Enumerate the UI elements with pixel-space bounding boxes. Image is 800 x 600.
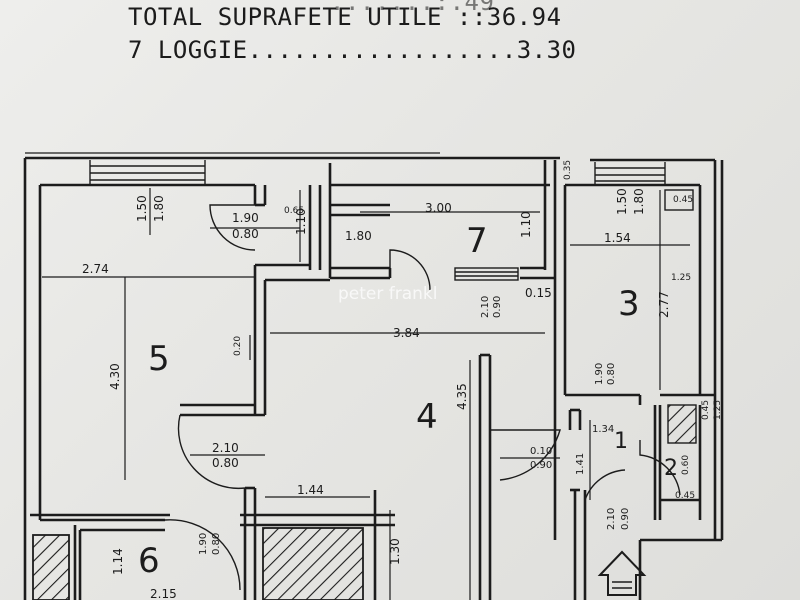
outer-walls <box>23 152 724 600</box>
dim-label: 0.80 <box>211 533 222 555</box>
dim-label: 2.10 <box>606 508 617 530</box>
dim-label: 1.30 <box>388 538 402 565</box>
dim-label: 0.60 <box>681 455 691 475</box>
header-loggia-line: 7 LOGGIE..................3.30 <box>128 36 576 64</box>
room-numbers: 5 4 7 3 6 2 1 <box>138 221 678 581</box>
dim-label: 0.90 <box>492 296 503 318</box>
dim-label: 2.74 <box>82 262 109 276</box>
dim-label: 1.80 <box>345 229 372 243</box>
dim-label: 1.50 <box>615 188 629 215</box>
dim-label: 1.90 <box>594 363 605 385</box>
window-room3 <box>594 162 666 185</box>
room-4-number: 4 <box>416 397 438 437</box>
dim-label: 2.10 <box>212 441 239 455</box>
dimension-lines <box>42 188 690 600</box>
dim-label: 1.90 <box>198 533 209 555</box>
room-6-number: 6 <box>138 541 160 581</box>
dim-label: 0.35 <box>563 160 573 180</box>
dim-label: 4.30 <box>108 363 122 390</box>
dim-label: 1.14 <box>111 548 125 575</box>
dim-label: 1.90 <box>232 211 259 225</box>
dim-label: 1.25 <box>671 273 691 283</box>
dim-label: 1.41 <box>575 453 586 475</box>
room-5-number: 5 <box>148 339 170 379</box>
dim-label: 0.15 <box>525 286 552 300</box>
dim-label: 3.00 <box>425 201 452 215</box>
dim-label: 0.90 <box>530 460 552 471</box>
header-partial-line: .......:.49 <box>330 0 495 16</box>
dim-label: 1.54 <box>604 231 631 245</box>
stair-and-ducts <box>32 189 697 600</box>
dim-label: 2.10 <box>480 296 491 318</box>
dim-label: 0.80 <box>232 227 259 241</box>
dim-label: 0.80 <box>212 456 239 470</box>
hatch-pattern-icon <box>262 527 364 600</box>
dim-label: 1.80 <box>632 188 646 215</box>
dim-label: 0.20 <box>233 336 243 356</box>
total-label: TOTAL SUPRAFETE UTILE :: <box>128 3 487 31</box>
dim-label: 1.80 <box>152 195 166 222</box>
dim-label: 2.77 <box>657 291 671 318</box>
dim-label: 0.45 <box>673 195 693 205</box>
dim-label: 3.84 <box>393 326 420 340</box>
loggia-value: 3.30 <box>516 36 577 64</box>
dim-label: 4.35 <box>455 383 469 410</box>
header-total-line: TOTAL SUPRAFETE UTILE ::36.94 <box>128 3 562 31</box>
room-7-number: 7 <box>466 221 488 261</box>
total-value: 36.94 <box>486 3 562 31</box>
dim-label: 0.80 <box>606 363 617 385</box>
dim-label: 2.15 <box>150 587 177 600</box>
dim-label: 1.25 <box>713 400 723 420</box>
dim-label: 1.10 <box>294 208 308 235</box>
room-1-number: 1 <box>614 429 628 454</box>
dim-label: 0.90 <box>620 508 631 530</box>
dim-label: 0.65 <box>284 206 304 216</box>
door-swings <box>164 204 681 591</box>
dim-label: 0.45 <box>675 491 695 501</box>
dim-label: 1.34 <box>592 424 614 435</box>
dimension-labels: 2.74 4.30 1.50 1.80 1.90 0.80 1.10 0.65 … <box>82 160 723 600</box>
dim-label: 0.10 <box>530 446 552 457</box>
inner-walls <box>30 160 715 600</box>
room-2-number: 2 <box>664 456 678 481</box>
room-3-number: 3 <box>618 284 640 324</box>
dim-label: 1.50 <box>135 195 149 222</box>
dim-label: 0.45 <box>701 400 711 420</box>
staircase-arrow-icon <box>597 550 647 596</box>
loggia-label: 7 LOGGIE.................. <box>128 36 517 64</box>
watermark: peter frankl <box>338 284 438 304</box>
dim-label: 1.10 <box>519 211 533 238</box>
dim-label: 1.44 <box>297 483 324 497</box>
window-room5 <box>89 160 206 185</box>
